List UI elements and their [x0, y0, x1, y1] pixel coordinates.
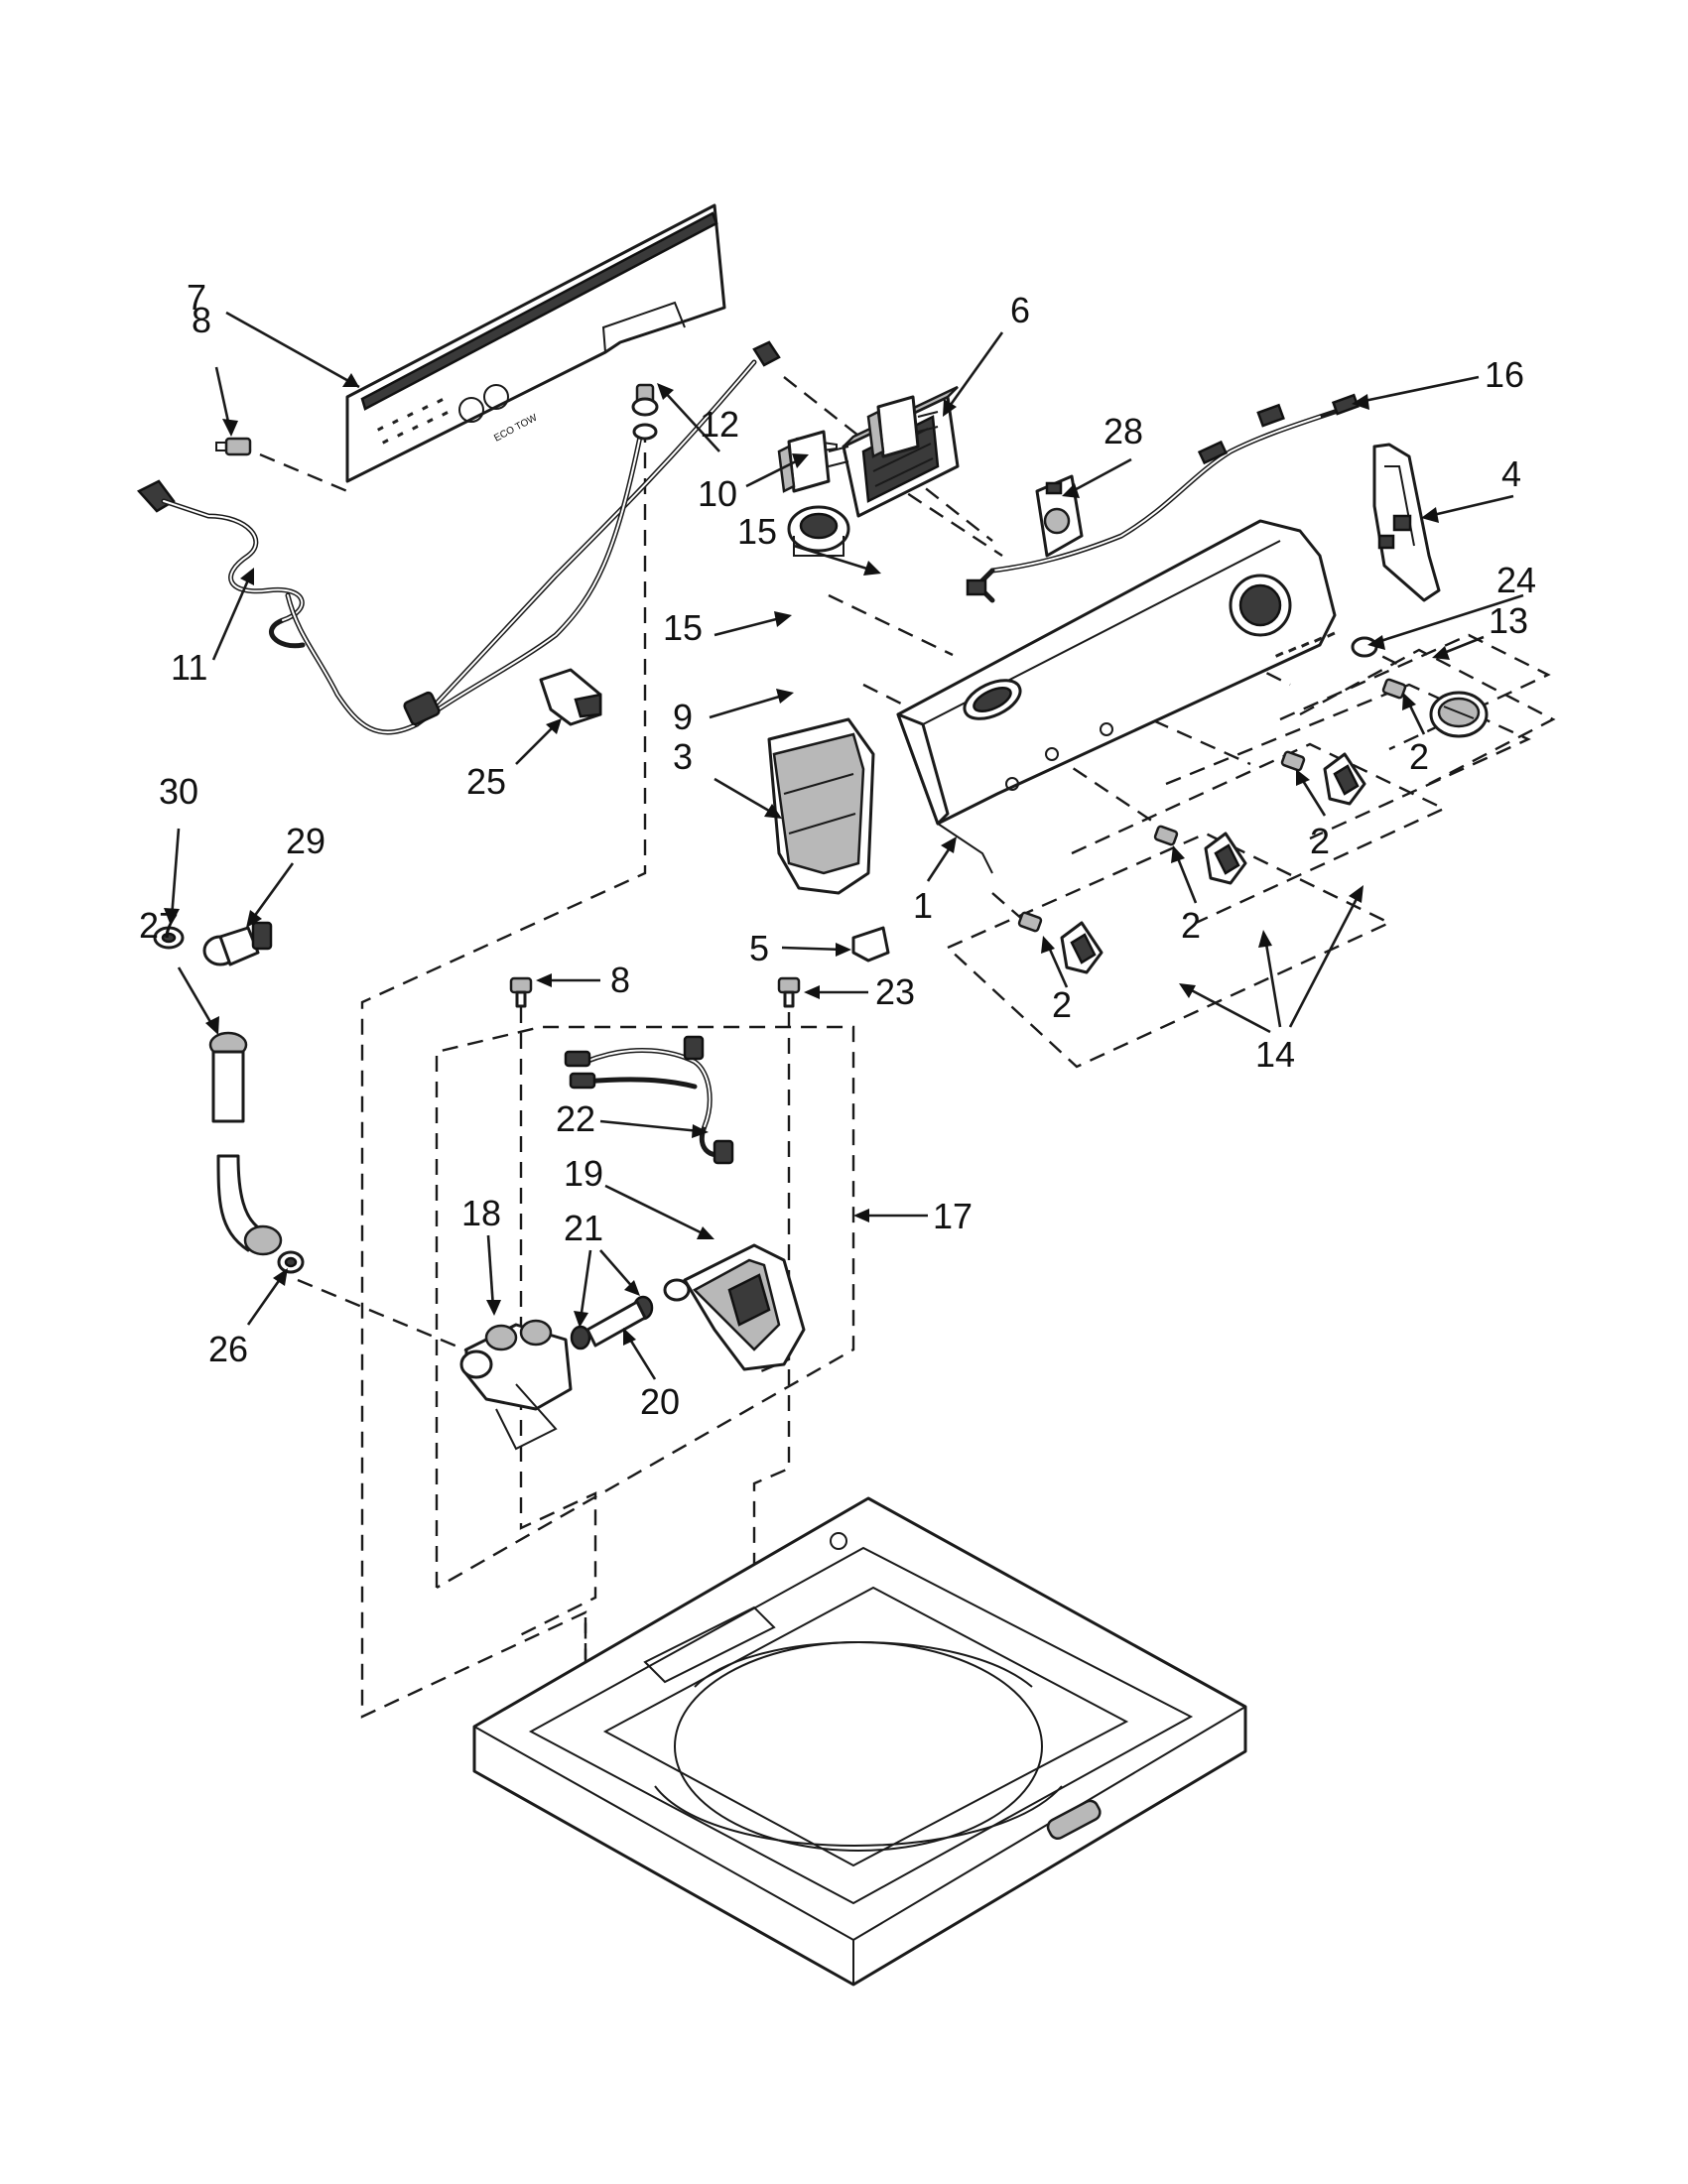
ground-screw: [631, 383, 659, 441]
callout-17: 17: [933, 1196, 973, 1236]
callout-11: 11: [171, 647, 207, 688]
water-inlet-valve: [459, 1319, 573, 1451]
console: [896, 519, 1337, 874]
callout-14: 14: [1255, 1034, 1295, 1075]
callout-26: 26: [208, 1329, 248, 1369]
knob-2: [1204, 832, 1247, 885]
valve-harness: [564, 1035, 734, 1165]
callout-10: 10: [698, 473, 737, 514]
inlet-fitting-29: [202, 921, 273, 966]
callout-15-upper: 15: [737, 511, 777, 552]
callout-labels: 7 8 6 16 12 28 10 4 15 15 24 13 11 9 2 3…: [139, 277, 1536, 1422]
rear-panel: ECO TOW: [345, 203, 726, 483]
callout-8-lower: 8: [610, 960, 630, 1000]
callout-25: 25: [466, 761, 506, 802]
callout-8-upper: 8: [192, 300, 211, 340]
rear-panel-vent-slots: [376, 398, 449, 445]
callout-12: 12: [700, 404, 739, 445]
console-end-cap-left: [767, 717, 875, 895]
water-diverter: [663, 1243, 806, 1371]
switch-upper: [866, 395, 939, 458]
rear-panel-screw: [215, 437, 252, 456]
callout-22: 22: [556, 1098, 595, 1139]
power-cord: [136, 340, 781, 735]
callout-9: 9: [673, 697, 693, 737]
callout-2-right: 2: [1409, 736, 1429, 777]
callout-7: 7: [187, 277, 206, 318]
pressure-switch: [787, 505, 850, 557]
inlet-washer-30: [153, 926, 185, 950]
callout-5: 5: [749, 928, 769, 968]
inlet-washer-26: [277, 1250, 305, 1274]
callout-6: 6: [1010, 290, 1030, 330]
callout-23: 23: [875, 971, 915, 1012]
callout-leaders: [164, 311, 1524, 1380]
knob-shafts: [1017, 678, 1407, 933]
callout-16: 16: [1485, 354, 1524, 395]
callout-2-fourth: 2: [1052, 984, 1072, 1025]
callout-15-lower: 15: [663, 607, 703, 648]
end-cap-clip: [851, 926, 890, 963]
callout-30: 30: [159, 771, 198, 812]
callout-2-third: 2: [1181, 905, 1201, 946]
callout-13: 13: [1489, 600, 1528, 641]
knob-large: [1429, 691, 1489, 738]
callout-24: 24: [1496, 560, 1536, 600]
inlet-hose-27: [208, 1031, 283, 1256]
callout-18: 18: [461, 1193, 501, 1233]
callout-28: 28: [1104, 411, 1143, 451]
callout-20: 20: [640, 1381, 680, 1422]
console-end-cap-right: [1372, 443, 1441, 602]
cord-clip: [539, 668, 602, 726]
callout-2-second: 2: [1310, 821, 1330, 861]
wire-harness: [966, 393, 1360, 603]
cabinet-top: [472, 1496, 1247, 1987]
knob-3: [1060, 921, 1104, 974]
callout-3: 3: [673, 736, 693, 777]
callout-27: 27: [139, 905, 179, 946]
timer-nut: [1351, 636, 1378, 658]
valve-screw-23: [777, 976, 801, 1008]
callout-29: 29: [286, 821, 325, 861]
switch-lower: [777, 430, 849, 493]
callout-1: 1: [913, 885, 933, 926]
rear-panel-marking: ECO TOW: [492, 412, 540, 444]
callout-21: 21: [564, 1208, 603, 1248]
knob-1: [1323, 752, 1366, 806]
callout-4: 4: [1501, 453, 1521, 494]
valve-screw-8: [509, 976, 533, 1008]
callout-19: 19: [564, 1153, 603, 1194]
valve-hose-clamps: [570, 1295, 654, 1350]
